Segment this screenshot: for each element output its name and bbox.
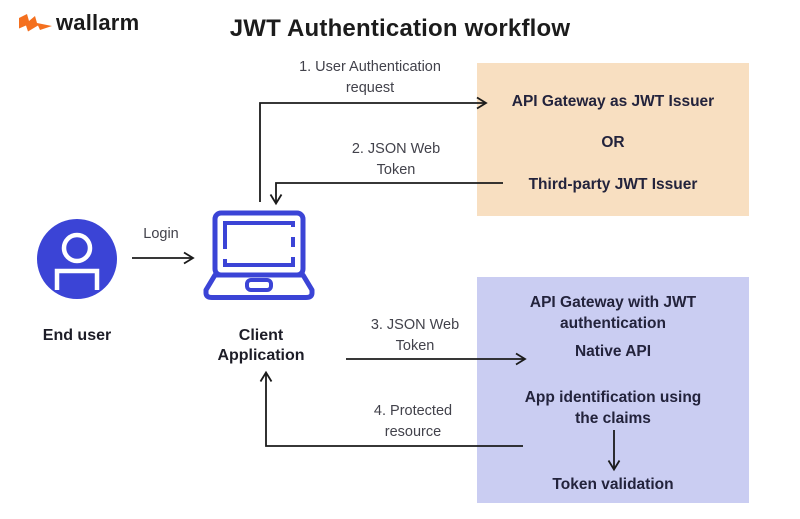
step2-label-line1: 2. JSON Web (351, 141, 441, 157)
step3-label-line1: 3. JSON Web (370, 317, 460, 333)
gateway-title-line2: authentication (560, 315, 666, 332)
issuer-or-label: OR (601, 134, 625, 151)
step4-label-line1: 4. Protected (373, 403, 453, 419)
api-gateway-box: API Gateway with JWT authentication Nati… (477, 277, 749, 503)
wallarm-logo-icon (18, 13, 54, 37)
gateway-app-identification-line1: App identification using (524, 389, 702, 406)
end-user-label: End user (42, 327, 112, 344)
client-application-label-line2: Application (217, 347, 305, 364)
step4-label-line2: resource (384, 424, 442, 440)
step2-label-line2: Token (376, 162, 416, 178)
gateway-token-validation-label: Token validation (552, 476, 674, 493)
client-application-label-line1: Client (238, 327, 284, 344)
gateway-title-line1: API Gateway with JWT (529, 294, 697, 311)
gateway-native-api-label: Native API (574, 343, 652, 360)
issuer-option-api-gateway: API Gateway as JWT Issuer (511, 93, 715, 110)
step1-label-line1: 1. User Authentication (299, 59, 441, 75)
login-arrow (132, 251, 195, 265)
brand-name: wallarm (56, 10, 140, 35)
issuer-option-third-party: Third-party JWT Issuer (528, 176, 698, 193)
gateway-app-identification-line2: the claims (575, 410, 651, 427)
step1-label-line2: request (345, 80, 395, 96)
login-arrow-label: Login (143, 226, 179, 242)
page-title: JWT Authentication workflow (229, 15, 571, 42)
jwt-issuer-box: API Gateway as JWT Issuer OR Third-party… (477, 63, 749, 216)
step2-arrow (269, 182, 503, 206)
person-icon (37, 219, 117, 299)
step3-label-line2: Token (395, 338, 435, 354)
laptop-icon (203, 210, 315, 302)
